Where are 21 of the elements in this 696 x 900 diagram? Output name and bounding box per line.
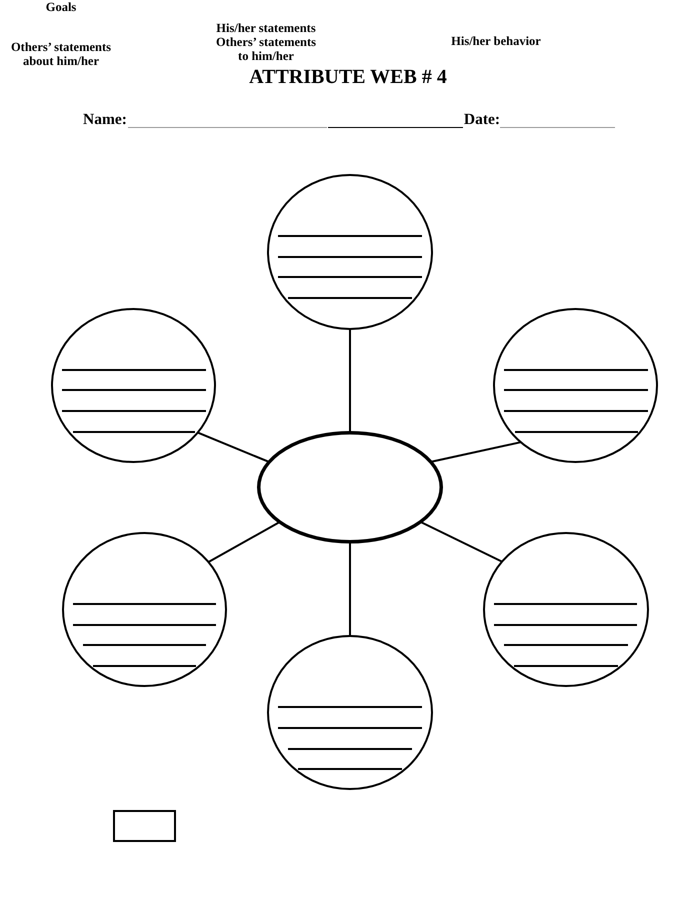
section-heading: His/her behavior bbox=[451, 34, 541, 48]
writing-circle bbox=[493, 308, 658, 463]
section-heading: Others’ statements to him/her bbox=[214, 35, 318, 63]
field-label: Date: bbox=[464, 111, 500, 129]
field-label: Name: bbox=[83, 111, 127, 129]
writing-circle bbox=[267, 635, 433, 790]
writing-circle bbox=[51, 308, 216, 463]
connector-line bbox=[197, 432, 270, 463]
center-oval bbox=[257, 431, 443, 544]
connector-line bbox=[420, 521, 502, 562]
section-heading: Goals bbox=[46, 0, 76, 14]
connector-line bbox=[349, 542, 351, 636]
connector-line bbox=[430, 441, 521, 463]
page-title: ATTRIBUTE WEB # 4 bbox=[249, 65, 447, 89]
connector-line bbox=[208, 521, 280, 563]
section-heading: Others’ statements about him/her bbox=[10, 40, 112, 68]
connector-line bbox=[349, 328, 351, 433]
writing-circle bbox=[483, 532, 649, 686]
writing-circle bbox=[62, 532, 227, 686]
writing-circle bbox=[267, 174, 433, 330]
section-heading: His/her statements bbox=[216, 21, 316, 35]
